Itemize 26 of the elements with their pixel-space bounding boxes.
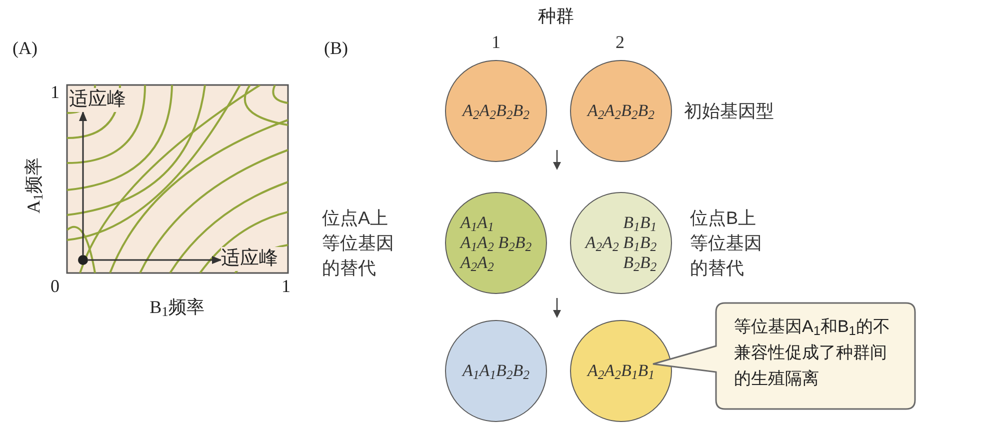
genotype-text: A$_{2}$A$_{2}$ B$_{1}$B$_{2}$: [585, 233, 657, 253]
genotype-text: A$_{1}$A$_{1}$: [460, 213, 494, 233]
step-note: 位点A上等位基因的替代: [322, 207, 395, 280]
label-text: 1: [280, 274, 292, 298]
step-note: 初始基因型: [684, 100, 775, 123]
genotype-text: B$_{2}$B$_{2}$: [623, 253, 657, 273]
column-number: 2: [614, 31, 626, 54]
arrow: [88, 256, 222, 264]
speech-bubble: [650, 302, 916, 410]
genotype-text: A$_{2}$A$_{2}$B$_{2}$B$_{2}$: [587, 101, 655, 121]
genotype-text: B$_{1}$B$_{1}$: [623, 213, 657, 233]
step-note: 位点B上等位基因的替代: [690, 207, 763, 280]
label-text: 0: [50, 274, 60, 298]
genotype-text: A$_{2}$A$_{2}$B$_{2}$B$_{2}$: [462, 101, 530, 121]
label-text: (A): [12, 36, 38, 60]
genotype-text: A$_{2}$A$_{2}$B$_{1}$B$_{1}$: [587, 361, 655, 381]
callout-text: 等位基因A$_{1}$和B$_{1}$的不兼容性促成了种群间的生殖隔离: [734, 316, 891, 390]
label-text: 1: [50, 80, 60, 104]
label-text: 种群: [537, 4, 575, 28]
arrow: [79, 111, 87, 255]
label-text: (B): [323, 36, 349, 60]
genotype-text: A$_{2}$A$_{2}$: [460, 253, 494, 273]
label-text: B$_{1}$频率: [148, 296, 206, 320]
genotype-text: A$_{1}$A$_{1}$B$_{2}$B$_{2}$: [462, 361, 530, 381]
column-number: 1: [490, 31, 502, 54]
genotype-text: A$_{1}$A$_{2}$ B$_{2}$B$_{2}$: [460, 233, 532, 253]
